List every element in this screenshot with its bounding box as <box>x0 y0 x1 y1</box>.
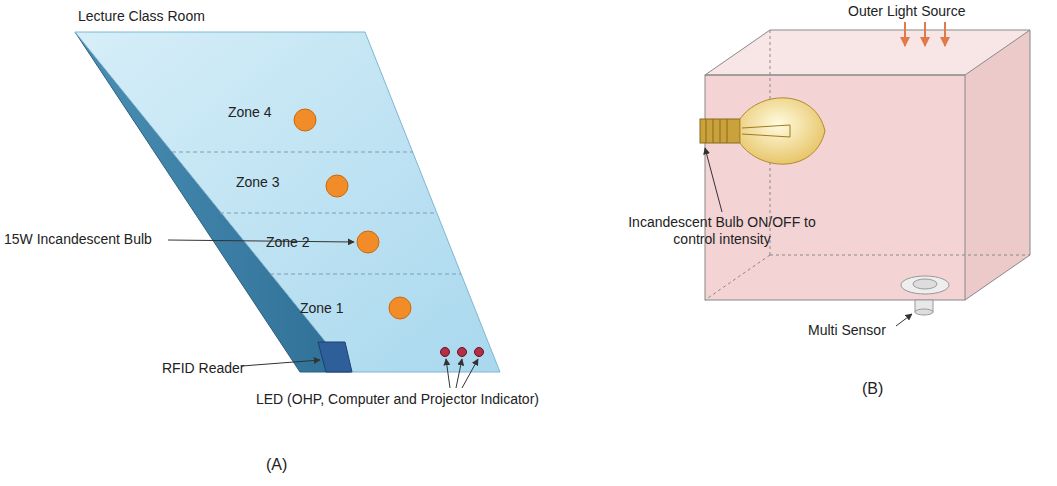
part-label: RFID Reader <box>162 360 244 377</box>
zone-label: Zone 2 <box>266 234 310 251</box>
classroom-wedge <box>75 32 500 388</box>
zone-label: Zone 4 <box>228 104 272 121</box>
panel-label: (A) <box>266 456 287 473</box>
panel-label: (B) <box>862 380 883 397</box>
part-label: 15W Incandescent Bulb <box>4 231 152 248</box>
zone-label: Zone 1 <box>300 300 344 317</box>
part-label: LED (OHP, Computer and Projector Indicat… <box>256 391 539 408</box>
part-label: Incandescent Bulb ON/OFF to control inte… <box>622 214 822 248</box>
room-title: Lecture Class Room <box>78 8 205 25</box>
zone-label: Zone 3 <box>236 174 280 191</box>
multi-sensor <box>901 276 949 315</box>
part-label: Outer Light Source <box>848 3 966 20</box>
incandescent-bulb <box>700 98 825 164</box>
test-box <box>700 22 1030 326</box>
part-label: Multi Sensor <box>808 322 886 339</box>
